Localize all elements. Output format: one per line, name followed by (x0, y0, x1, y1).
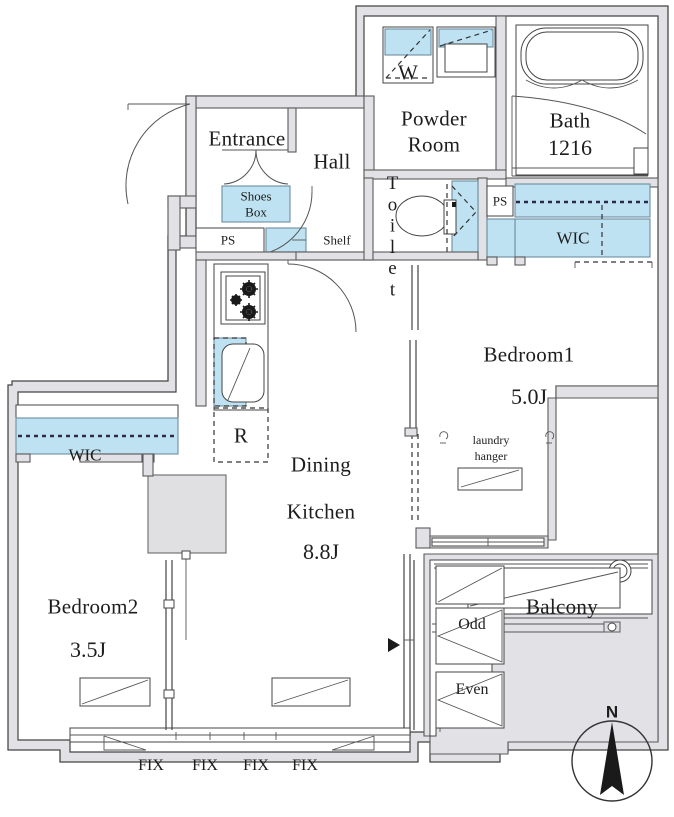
ps-label-left: PS (220, 232, 236, 248)
shoes-box-label-line1: Shoes (240, 188, 272, 204)
compass-north-label: N (605, 702, 619, 722)
room-label-powder-room-line2: Room (407, 132, 461, 157)
shelf-label: Shelf (323, 232, 351, 248)
meter-odd-label: Odd (458, 616, 486, 633)
wic-label-left: WIC (68, 445, 102, 465)
room-label-entrance: Entrance (208, 126, 286, 151)
fix-window-label-2: FIX (192, 757, 218, 774)
room-label-powder-room-line1: Powder (401, 106, 467, 131)
room-label-bedroom1: Bedroom1 (483, 342, 575, 367)
laundry-hanger-label-line2: hanger (474, 449, 508, 463)
fix-window-label-4: FIX (292, 757, 318, 774)
fix-window-label-3: FIX (243, 757, 269, 774)
washer-label: W (397, 60, 419, 85)
refrigerator-label: R (233, 423, 249, 448)
room-label-bath: Bath (549, 108, 591, 133)
wic-label-right: WIC (556, 228, 590, 248)
room-label-kitchen: Kitchen (286, 499, 356, 524)
meter-even-label: Even (455, 681, 489, 698)
room-label-toilet: Toilet (382, 173, 403, 301)
room-label-balcony: Balcony (525, 594, 599, 619)
ps-label-right: PS (492, 193, 508, 209)
shoes-box-label-line2: Box (245, 204, 267, 220)
room-label-hall: Hall (313, 149, 351, 174)
dining-kitchen-area-label: 8.8J (302, 539, 340, 564)
room-label-dining: Dining (290, 452, 352, 477)
fix-window-label-1: FIX (138, 757, 164, 774)
bedroom2-area-label: 3.5J (69, 637, 107, 662)
bedroom1-area-label: 5.0J (510, 384, 548, 409)
laundry-hanger-label-line1: laundry (472, 433, 510, 447)
room-label-bedroom2: Bedroom2 (47, 594, 139, 619)
bath-size-label: 1216 (548, 135, 592, 160)
